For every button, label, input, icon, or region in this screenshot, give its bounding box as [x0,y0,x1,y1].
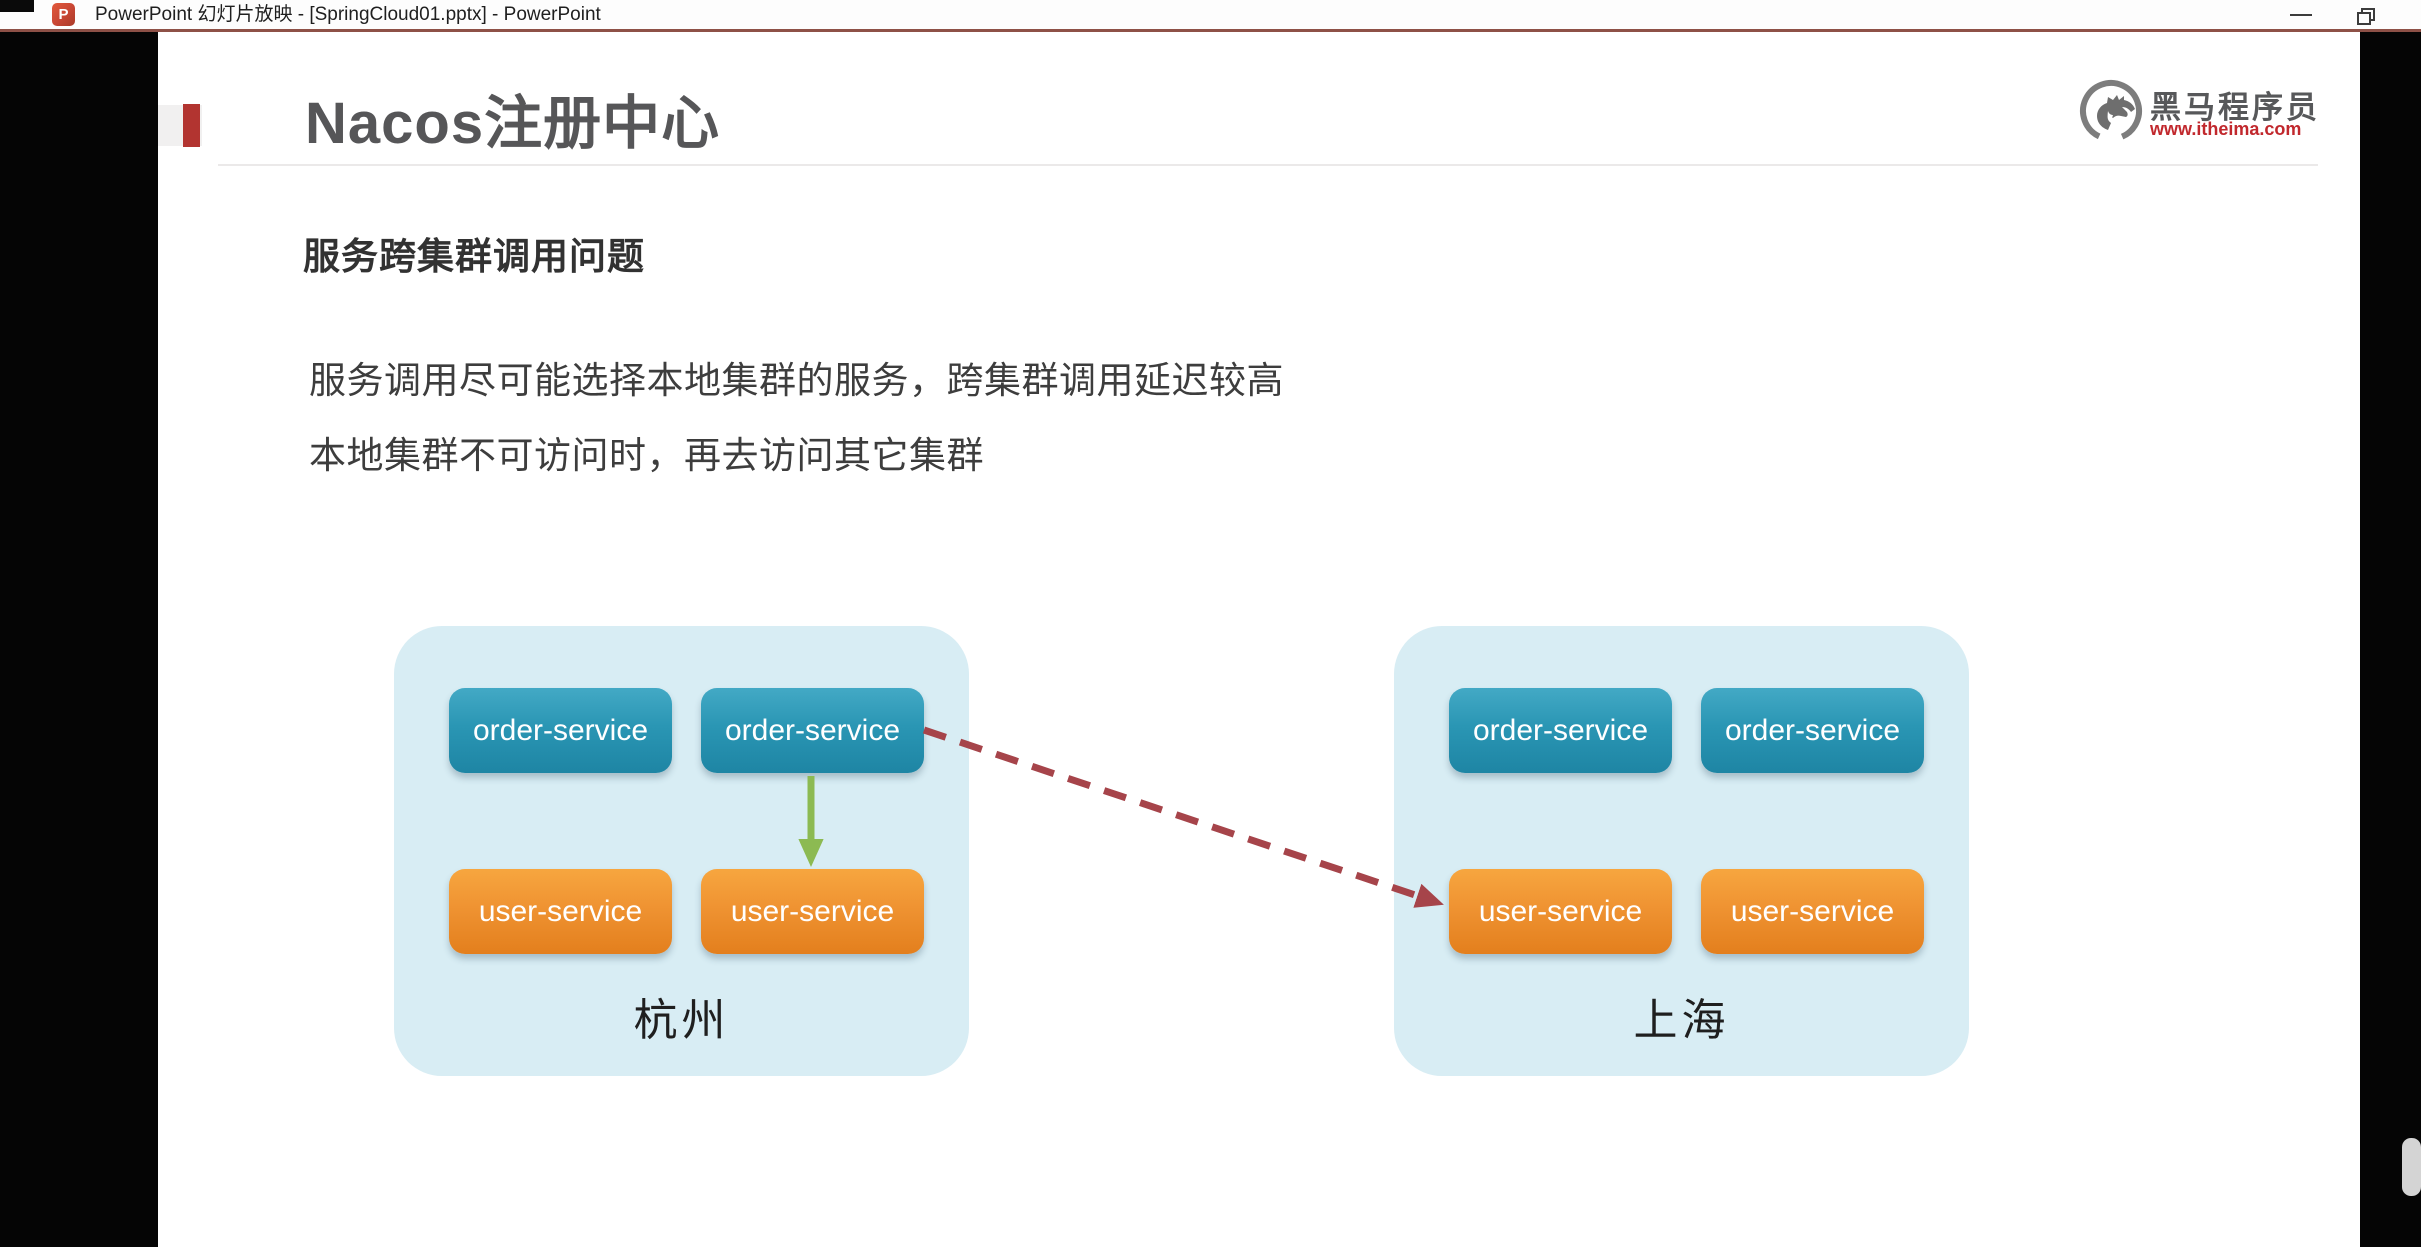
title-accent-red [183,104,200,147]
horse-logo-icon [2080,80,2142,142]
service-box-order: order-service [449,688,672,773]
restore-icon-front [2357,12,2371,25]
minimize-icon [2290,14,2312,16]
titlebar-divider [0,29,2421,32]
slide-title: Nacos注册中心 [305,91,721,156]
restore-button[interactable] [2352,0,2392,28]
service-box-order: order-service [701,688,924,773]
letterbox-right [2360,32,2421,1247]
service-box-user: user-service [1449,869,1672,954]
service-box-order: order-service [1449,688,1672,773]
section-heading: 服务跨集群调用问题 [303,236,645,277]
cluster-label-hangzhou: 杭州 [633,996,730,1045]
window-title: PowerPoint 幻灯片放映 - [SpringCloud01.pptx] … [95,4,601,25]
logo-website-text: www.itheima.com [2150,119,2302,139]
cluster-label-shanghai: 上海 [1633,996,1730,1045]
logo-brand-text: 黑马程序员 [2150,90,2320,125]
cluster-hangzhou: order-service order-service user-service… [394,626,969,1076]
scrollbar-thumb[interactable] [2402,1138,2421,1196]
service-box-order: order-service [1701,688,1924,773]
cluster-shanghai: order-service order-service user-service… [1394,626,1969,1076]
body-text-line1: 服务调用尽可能选择本地集群的服务，跨集群调用延迟较高 [309,360,1284,401]
letterbox-left [0,32,158,1247]
cross-cluster-call-arrow [922,726,1444,908]
service-box-user: user-service [449,869,672,954]
itheima-logo: 黑马程序员 www.itheima.com [2078,77,2388,152]
service-box-user: user-service [701,869,924,954]
body-text-line2: 本地集群不可访问时，再去访问其它集群 [309,435,984,476]
window-titlebar[interactable]: P PowerPoint 幻灯片放映 - [SpringCloud01.pptx… [0,0,2421,29]
minimize-button[interactable] [2282,0,2322,28]
powerpoint-app-icon: P [52,3,75,26]
service-box-user: user-service [1701,869,1924,954]
title-divider [218,164,2318,166]
titlebar-corner-shadow [0,0,34,12]
slide-canvas[interactable]: Nacos注册中心 黑马程序员 www.itheima.com 服务跨集群调用问… [158,32,2360,1247]
